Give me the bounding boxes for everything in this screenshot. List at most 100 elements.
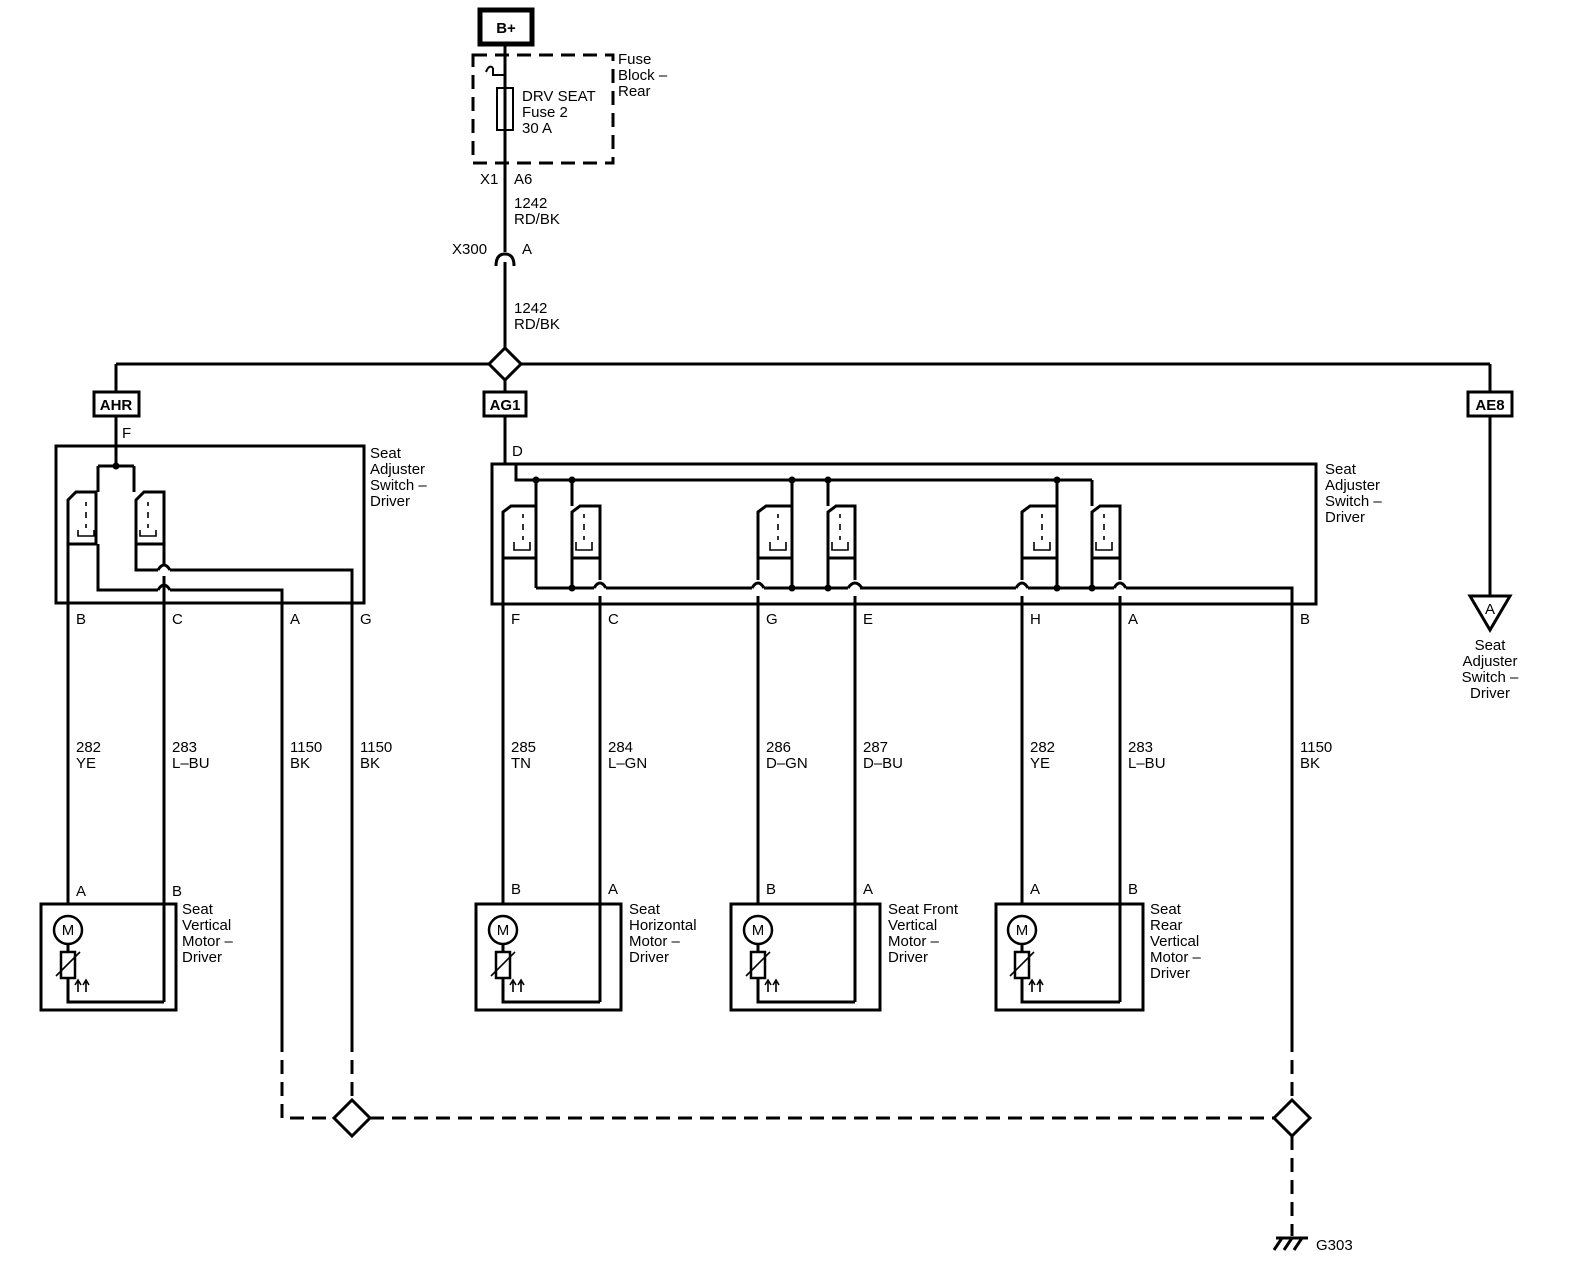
- splice-main: [486, 345, 524, 383]
- switch-contact-icon: [756, 504, 794, 560]
- splice-ground-right: [1271, 1097, 1313, 1139]
- fuse-clip-icon: [485, 65, 505, 76]
- svg-text:Seat Front: Seat Front: [888, 901, 959, 918]
- svg-text:A: A: [1030, 881, 1040, 898]
- switch-contact-icon: [66, 490, 98, 546]
- svg-text:Seat: Seat: [1325, 461, 1357, 478]
- svg-text:Seat: Seat: [1475, 637, 1507, 654]
- fuse-connector-label: X1: [480, 171, 498, 188]
- svg-text:AE8: AE8: [1475, 397, 1504, 414]
- svg-text:Motor –: Motor –: [182, 933, 234, 950]
- svg-text:AHR: AHR: [100, 397, 133, 414]
- fuse-label: DRV SEAT Fuse 2 30 A: [522, 88, 596, 137]
- svg-text:A: A: [608, 881, 618, 898]
- svg-text:Rear: Rear: [1150, 917, 1183, 934]
- svg-text:H: H: [1030, 611, 1041, 628]
- inline-connector-pin: A: [522, 241, 532, 258]
- svg-text:D–BU: D–BU: [863, 755, 903, 772]
- svg-text:A: A: [1128, 611, 1138, 628]
- svg-text:Driver: Driver: [1325, 509, 1365, 526]
- svg-text:B: B: [1128, 881, 1138, 898]
- svg-text:Vertical: Vertical: [888, 917, 937, 934]
- left-switch-pins: B C A G: [76, 611, 372, 628]
- svg-text:C: C: [608, 611, 619, 628]
- switch-contact-icon: [570, 504, 602, 560]
- svg-text:Driver: Driver: [1150, 965, 1190, 982]
- center-switch-pins: F C G E H A B: [511, 611, 1310, 628]
- switch-contact-icon: [501, 504, 538, 560]
- svg-text:Vertical: Vertical: [1150, 933, 1199, 950]
- svg-text:L–BU: L–BU: [172, 755, 210, 772]
- svg-text:Adjuster: Adjuster: [1462, 653, 1517, 670]
- motor-seat-rear-vertical: A B M Seat Rear Vertical Motor – Driver: [994, 881, 1202, 1012]
- power-supply: B+: [477, 7, 535, 47]
- svg-text:F: F: [511, 611, 520, 628]
- svg-text:G: G: [766, 611, 778, 628]
- svg-text:Rear: Rear: [618, 83, 651, 100]
- svg-text:M: M: [1016, 922, 1029, 939]
- reference-ae8: AE8: [1466, 390, 1514, 418]
- reference-ahr: AHR: [92, 390, 141, 418]
- svg-text:Driver: Driver: [1470, 685, 1510, 702]
- svg-text:Switch –: Switch –: [1325, 493, 1382, 510]
- svg-text:M: M: [752, 922, 765, 939]
- svg-text:Driver: Driver: [888, 949, 928, 966]
- svg-text:YE: YE: [76, 755, 96, 772]
- svg-text:BK: BK: [1300, 755, 1320, 772]
- svg-text:A: A: [76, 883, 86, 900]
- switch-contact-icon: [1090, 504, 1122, 560]
- svg-text:C: C: [172, 611, 183, 628]
- svg-text:Motor –: Motor –: [629, 933, 681, 950]
- svg-text:Seat: Seat: [182, 901, 214, 918]
- svg-text:283: 283: [172, 739, 197, 756]
- center-switch-outline: [490, 462, 1318, 606]
- svg-text:Driver: Driver: [629, 949, 669, 966]
- svg-text:286: 286: [766, 739, 791, 756]
- motor-seat-front-vertical: B A M Seat Front Vertical Motor – Driver: [729, 881, 959, 1012]
- svg-text:Seat: Seat: [370, 445, 402, 462]
- svg-text:Switch –: Switch –: [370, 477, 427, 494]
- switch-contact-icon: [1020, 504, 1059, 560]
- svg-text:D–GN: D–GN: [766, 755, 808, 772]
- svg-text:AG1: AG1: [490, 397, 521, 414]
- svg-text:B: B: [1300, 611, 1310, 628]
- svg-text:B: B: [172, 883, 182, 900]
- svg-text:A: A: [290, 611, 300, 628]
- fuse-block-label: Fuse Block – Rear: [618, 51, 668, 100]
- offpage-symbol: A: [1485, 601, 1495, 618]
- svg-text:G: G: [360, 611, 372, 628]
- svg-text:A: A: [863, 881, 873, 898]
- svg-text:285: 285: [511, 739, 536, 756]
- svg-text:282: 282: [1030, 739, 1055, 756]
- offpage-arrow-icon: [1467, 594, 1513, 633]
- reference-ag1: AG1: [482, 390, 528, 418]
- svg-text:TN: TN: [511, 755, 531, 772]
- svg-text:Switch –: Switch –: [1462, 669, 1519, 686]
- wire-feed-1-label: 1242 RD/BK: [514, 195, 560, 228]
- svg-text:B: B: [76, 611, 86, 628]
- left-switch-outline: [54, 444, 366, 605]
- svg-text:Adjuster: Adjuster: [370, 461, 425, 478]
- svg-text:Fuse 2: Fuse 2: [522, 104, 568, 121]
- offpage-title: Seat Adjuster Switch – Driver: [1462, 637, 1519, 702]
- motor-seat-horizontal: B A M Seat Horizontal Motor – Driver: [474, 881, 697, 1012]
- splice-ground-left: [331, 1097, 373, 1139]
- svg-text:284: 284: [608, 739, 633, 756]
- inline-connector-name: X300: [452, 241, 487, 258]
- fuse-block-outline: [471, 53, 615, 165]
- svg-text:1150: 1150: [1300, 739, 1332, 756]
- svg-text:Motor –: Motor –: [888, 933, 940, 950]
- svg-text:Vertical: Vertical: [182, 917, 231, 934]
- svg-text:1242: 1242: [514, 300, 547, 317]
- svg-text:287: 287: [863, 739, 888, 756]
- power-label: B+: [496, 20, 516, 37]
- svg-text:Adjuster: Adjuster: [1325, 477, 1380, 494]
- svg-text:L–BU: L–BU: [1128, 755, 1166, 772]
- svg-text:Driver: Driver: [182, 949, 222, 966]
- center-switch-supply-pin: D: [512, 443, 523, 460]
- svg-text:Seat: Seat: [629, 901, 661, 918]
- svg-text:Block –: Block –: [618, 67, 668, 84]
- svg-text:Fuse: Fuse: [618, 51, 651, 68]
- ground-icon: [1272, 1236, 1308, 1251]
- svg-text:Horizontal: Horizontal: [629, 917, 697, 934]
